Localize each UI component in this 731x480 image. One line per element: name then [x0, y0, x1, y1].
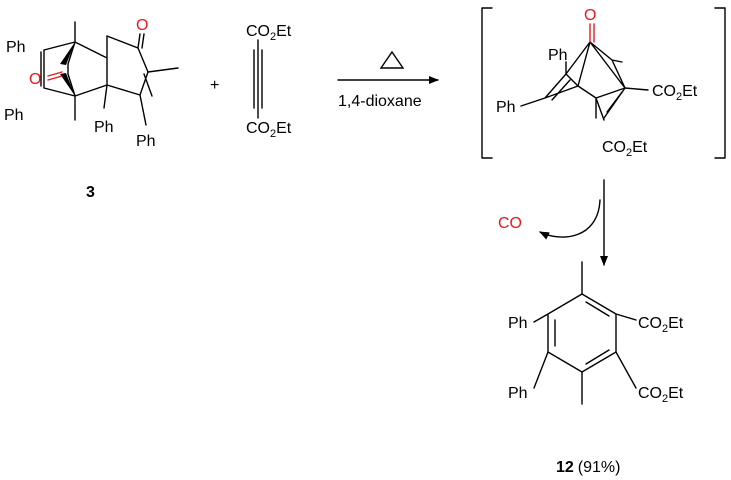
product-12-yield: (91%) [578, 459, 621, 476]
intermediate-ester-bottom: CO2Et [602, 139, 648, 159]
product-ph-lower: Ph [508, 385, 528, 402]
compound-3-ketone-bond [137, 33, 141, 49]
compound-3-structure: Ph Ph Ph Ph O O 3 [4, 17, 179, 201]
intermediate-alkene-right-2 [606, 91, 623, 113]
compound-3-ph-lower: Ph [4, 107, 24, 124]
compound-3-ketone-bond-2 [141, 33, 145, 49]
ring-inner-bond-1 [585, 301, 610, 317]
product-ph-upper: Ph [508, 315, 528, 332]
compound-3-ph-bridgehead: Ph [94, 119, 114, 136]
product-12-structure: Ph Ph CO2Et CO2Et 12(91%) [508, 261, 684, 476]
alkyne-ester-top: CO2Et [246, 23, 292, 43]
compound-3-ph-alkene: Ph [136, 133, 156, 150]
reaction-arrow: 1,4-dioxane [337, 50, 439, 110]
co-extrusion: CO [498, 179, 608, 266]
bracket-left [481, 7, 493, 159]
intermediate-ph-lower: Ph [496, 99, 516, 116]
product-ester-upper: CO2Et [638, 315, 684, 335]
compound-3-bridge-oxygen: O [29, 71, 41, 88]
compound-3-wedge-upper [60, 42, 75, 65]
co-label: CO [498, 215, 522, 232]
intermediate-structure: O Ph Ph CO2Et CO2Et [481, 7, 726, 159]
product-ester-lower: CO2Et [638, 385, 684, 405]
product-12-caption: 12(91%) [556, 459, 620, 476]
alkyne-ester-bottom: CO2Et [246, 120, 292, 140]
compound-3-wedge-lower [60, 73, 75, 96]
plus-sign: + [210, 77, 219, 94]
solvent-label: 1,4-dioxane [338, 93, 422, 110]
intermediate-bonds [520, 41, 649, 121]
bracket-right [714, 7, 726, 159]
intermediate-oxygen: O [584, 7, 596, 24]
compound-3-number: 3 [86, 184, 95, 201]
curved-co-arrow [539, 199, 601, 240]
intermediate-ph-upper: Ph [548, 47, 568, 64]
alkyne-diester: CO2Et CO2Et [246, 23, 292, 140]
compound-3-bonds [40, 21, 179, 126]
product-substituent-bonds [533, 261, 637, 405]
product-12-number: 12 [556, 459, 574, 476]
compound-3-co-bridge [47, 71, 63, 77]
compound-3-ketone-oxygen: O [136, 17, 148, 34]
compound-3-co-bridge-2 [47, 75, 63, 81]
compound-3-ph-upper: Ph [6, 39, 26, 56]
ring-inner-bond-2 [585, 349, 610, 365]
intermediate-alkene-left [551, 79, 571, 101]
intermediate-ester-right: CO2Et [652, 83, 698, 103]
heat-triangle [379, 50, 405, 69]
benzene-ring [547, 293, 617, 373]
